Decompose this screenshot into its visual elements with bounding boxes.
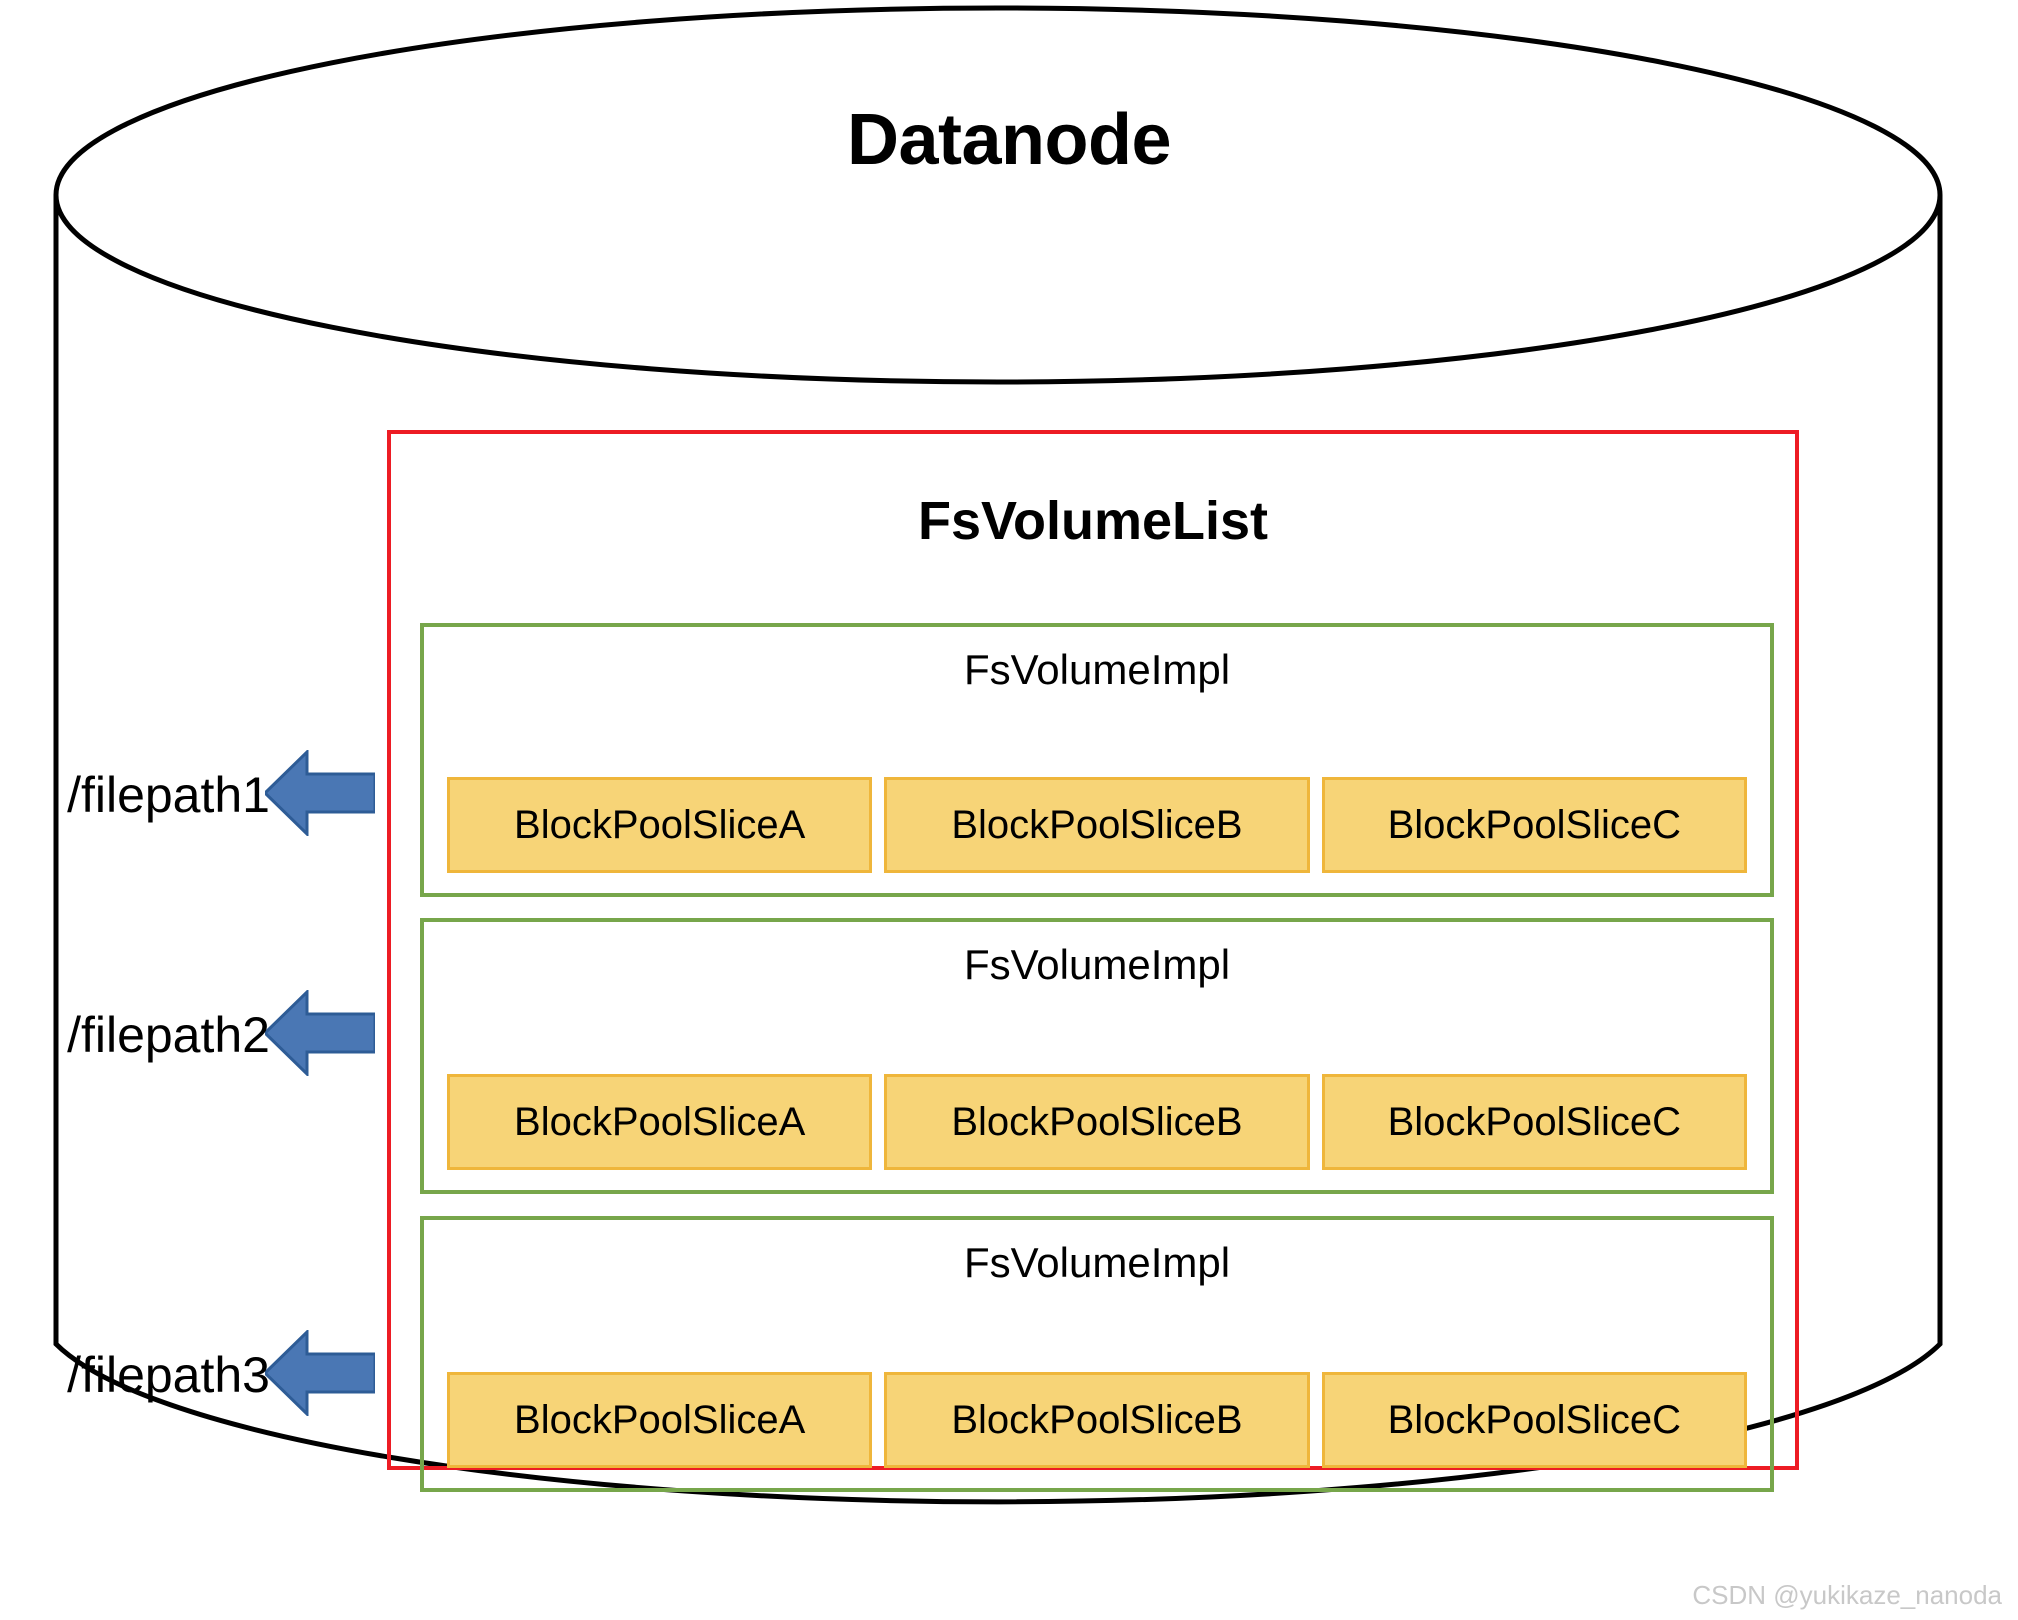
cylinder-top-ellipse	[53, 5, 1943, 385]
fsvolumeimpl-container-3: FsVolumeImpl BlockPoolSliceA BlockPoolSl…	[420, 1216, 1774, 1492]
blockpoolslice-row-1: BlockPoolSliceA BlockPoolSliceB BlockPoo…	[447, 777, 1747, 873]
blockpoolslice-box: BlockPoolSliceA	[447, 777, 873, 873]
fsvolumelist-title: FsVolumeList	[917, 491, 1269, 551]
arrow-left-icon	[265, 1330, 375, 1416]
fsvolumelist-container: FsVolumeList FsVolumeImpl BlockPoolSlice…	[387, 430, 1799, 1492]
blockpoolslice-box: BlockPoolSliceC	[1321, 777, 1747, 873]
blockpoolslice-row-2: BlockPoolSliceA BlockPoolSliceB BlockPoo…	[447, 1074, 1747, 1170]
blockpoolslice-box: BlockPoolSliceC	[1321, 1372, 1747, 1468]
fsvolumeimpl-title-2: FsVolumeImpl	[963, 941, 1231, 988]
blockpoolslice-box: BlockPoolSliceB	[884, 777, 1310, 873]
blockpoolslice-box: BlockPoolSliceA	[447, 1074, 873, 1170]
filepath-label-2: /filepath2	[67, 1007, 270, 1063]
arrow-left-icon	[265, 990, 375, 1076]
watermark-text: CSDN @yukikaze_nanoda	[1692, 1580, 2002, 1610]
blockpoolslice-box: BlockPoolSliceA	[447, 1372, 873, 1468]
fsvolumeimpl-title-1: FsVolumeImpl	[963, 646, 1231, 693]
fsvolumeimpl-container-1: FsVolumeImpl BlockPoolSliceA BlockPoolSl…	[420, 623, 1774, 897]
blockpoolslice-box: BlockPoolSliceB	[884, 1074, 1310, 1170]
arrow-left-icon	[265, 750, 375, 836]
filepath-label-3: /filepath3	[67, 1347, 270, 1403]
fsvolumeimpl-container-2: FsVolumeImpl BlockPoolSliceA BlockPoolSl…	[420, 918, 1774, 1194]
blockpoolslice-row-3: BlockPoolSliceA BlockPoolSliceB BlockPoo…	[447, 1372, 1747, 1468]
blockpoolslice-box: BlockPoolSliceC	[1321, 1074, 1747, 1170]
filepath-label-1: /filepath1	[67, 767, 270, 823]
fsvolumeimpl-title-3: FsVolumeImpl	[963, 1239, 1231, 1286]
page-title: Datanode	[846, 100, 1172, 180]
blockpoolslice-box: BlockPoolSliceB	[884, 1372, 1310, 1468]
